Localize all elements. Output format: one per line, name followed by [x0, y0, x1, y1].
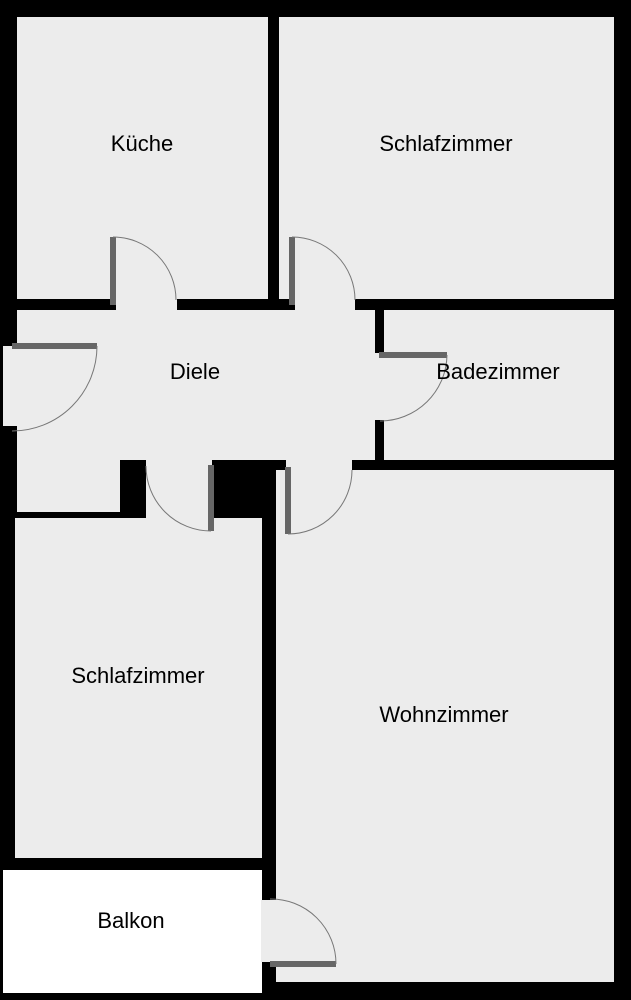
label-bedroom-bottom: Schlafzimmer — [71, 663, 204, 688]
door-opening-bathroom — [374, 353, 385, 420]
door-opening-living — [286, 459, 352, 471]
door-balcony[interactable] — [269, 898, 337, 967]
room-bedroom-bottom[interactable] — [15, 518, 262, 858]
door-opening-balcony — [261, 900, 277, 962]
label-bathroom: Badezimmer — [436, 359, 559, 384]
room-kitchen[interactable] — [17, 17, 268, 299]
room-hallway[interactable] — [17, 310, 375, 460]
door-bedroom-bottom[interactable] — [145, 465, 214, 532]
label-balcony: Balkon — [97, 908, 164, 933]
label-bedroom-top: Schlafzimmer — [379, 131, 512, 156]
door-opening-entrance — [3, 346, 18, 426]
label-living: Wohnzimmer — [379, 702, 508, 727]
room-hallway-nook — [17, 459, 120, 512]
door-bedroom-top[interactable] — [289, 236, 356, 305]
door-kitchen[interactable] — [110, 236, 177, 305]
room-living[interactable] — [276, 470, 614, 982]
room-balcony[interactable] — [3, 870, 262, 993]
door-opening-kitchen — [116, 298, 177, 311]
label-hallway: Diele — [170, 359, 220, 384]
door-bathroom[interactable] — [379, 352, 448, 422]
door-living[interactable] — [285, 467, 353, 535]
door-opening-bedroom-top — [295, 298, 355, 311]
door-entrance[interactable] — [11, 343, 98, 432]
label-kitchen: Küche — [111, 131, 173, 156]
door-opening-bedroom-bottom — [146, 459, 212, 519]
room-bathroom[interactable] — [384, 310, 614, 460]
room-bedroom-top[interactable] — [279, 17, 614, 299]
